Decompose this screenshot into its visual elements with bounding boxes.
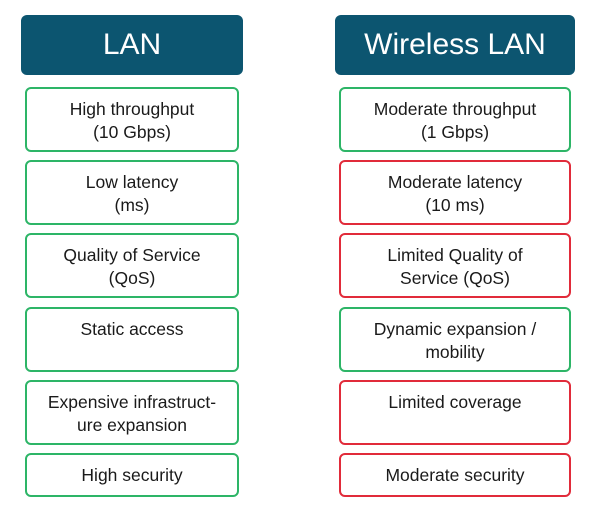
lan-header: LAN <box>21 15 243 75</box>
lan-item-security: High security <box>25 453 239 497</box>
wlan-item-latency: Moderate latency (10 ms) <box>339 160 571 225</box>
lan-item-latency: Low latency (ms) <box>25 160 239 225</box>
lan-item-expansion: Expensive infrastruct- ure expansion <box>25 380 239 445</box>
wlan-item-qos: Limited Quality of Service (QoS) <box>339 233 571 298</box>
wlan-item-coverage: Limited coverage <box>339 380 571 445</box>
lan-item-qos: Quality of Service (QoS) <box>25 233 239 298</box>
wlan-item-security: Moderate security <box>339 453 571 497</box>
wlan-item-mobility: Dynamic expansion / mobility <box>339 307 571 372</box>
wlan-header: Wireless LAN <box>335 15 575 75</box>
lan-item-throughput: High throughput (10 Gbps) <box>25 87 239 152</box>
lan-item-access: Static access <box>25 307 239 372</box>
wlan-item-throughput: Moderate throughput (1 Gbps) <box>339 87 571 152</box>
